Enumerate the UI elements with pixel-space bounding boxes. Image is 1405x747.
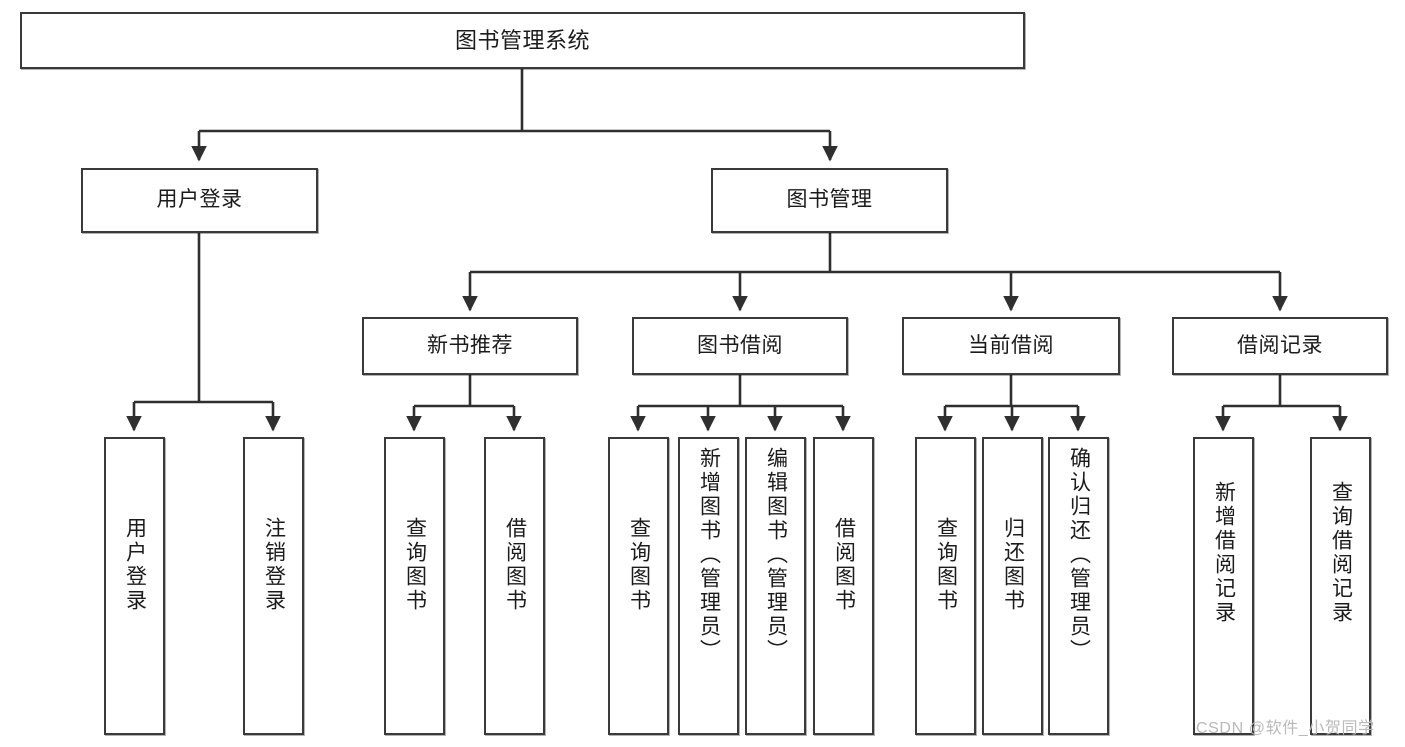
- csdn-watermark: CSDN @软件_小贺同学: [1196, 720, 1375, 737]
- leaf-query-borrow-record[interactable]: 查询借阅记录: [1310, 437, 1371, 735]
- leaf-borrow-book-new-recommend[interactable]: 借阅图书: [484, 437, 545, 735]
- leaf-return-book[interactable]: 归还图书: [982, 437, 1043, 735]
- leaf-query-book-borrow[interactable]: 查询图书: [608, 437, 669, 735]
- leaf-add-book-admin[interactable]: 新增图书（管理员）: [678, 437, 739, 735]
- node-label: 图书管理: [786, 188, 873, 212]
- node-label: 图书管理系统: [454, 27, 590, 53]
- leaf-edit-book-admin[interactable]: 编辑图书（管理员）: [745, 437, 806, 735]
- node-label: 借阅图书: [503, 517, 527, 613]
- node-label: 查询图书: [934, 517, 958, 613]
- node-label: 图书借阅: [697, 333, 783, 357]
- node-label: 注销登录: [262, 517, 286, 613]
- leaf-logout-login[interactable]: 注销登录: [243, 437, 304, 735]
- node-label: 查询图书: [403, 517, 427, 613]
- node-label: 新增图书（管理员）: [697, 447, 721, 663]
- node-book-borrow[interactable]: 图书借阅: [632, 317, 848, 375]
- leaf-query-book-new-recommend[interactable]: 查询图书: [384, 437, 445, 735]
- node-label: 确认归还（管理员）: [1067, 447, 1091, 663]
- node-borrow-record[interactable]: 借阅记录: [1172, 317, 1388, 375]
- leaf-confirm-return-admin[interactable]: 确认归还（管理员）: [1048, 437, 1109, 735]
- node-label: 借阅图书: [832, 517, 856, 613]
- node-root-book-management-system[interactable]: 图书管理系统: [20, 12, 1025, 69]
- leaf-add-borrow-record[interactable]: 新增借阅记录: [1193, 437, 1254, 735]
- leaf-borrow-book[interactable]: 借阅图书: [813, 437, 874, 735]
- leaf-query-book-current[interactable]: 查询图书: [915, 437, 976, 735]
- node-label: 新增借阅记录: [1212, 481, 1236, 625]
- node-label: 查询借阅记录: [1329, 481, 1353, 625]
- node-label: 新书推荐: [427, 333, 513, 357]
- node-user-login[interactable]: 用户登录: [81, 168, 318, 233]
- node-label: 用户登录: [123, 517, 147, 613]
- node-book-management[interactable]: 图书管理: [711, 168, 948, 233]
- leaf-user-login[interactable]: 用户登录: [104, 437, 165, 735]
- node-label: 用户登录: [156, 188, 243, 212]
- node-label: 查询图书: [627, 517, 651, 613]
- node-new-book-recommend[interactable]: 新书推荐: [362, 317, 578, 375]
- node-current-borrow[interactable]: 当前借阅: [902, 317, 1120, 375]
- node-label: 当前借阅: [968, 333, 1054, 357]
- node-label: 编辑图书（管理员）: [764, 447, 788, 663]
- node-label: 借阅记录: [1237, 333, 1323, 357]
- node-label: 归还图书: [1001, 517, 1025, 613]
